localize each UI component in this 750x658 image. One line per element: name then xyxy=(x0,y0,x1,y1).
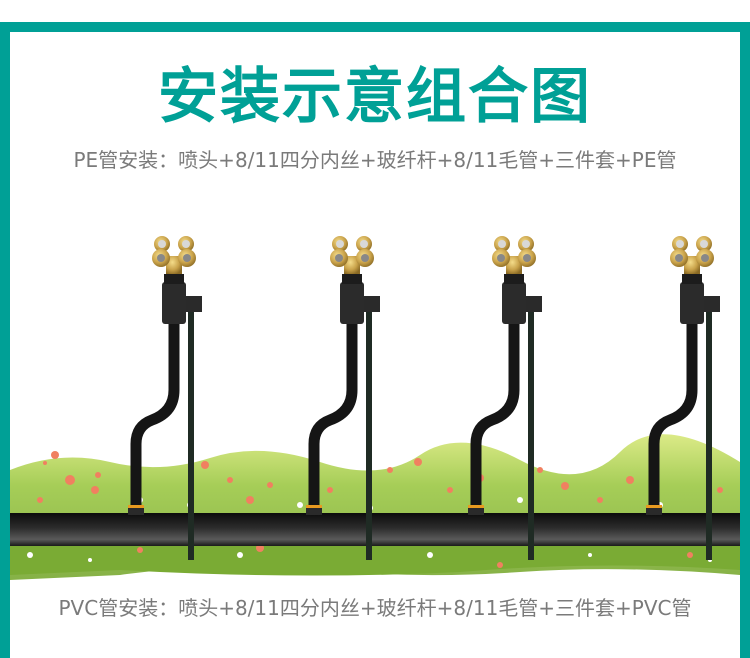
frame-left-border xyxy=(0,22,10,658)
pe-install-caption: PE管安装：喷头+8/11四分内丝+玻纤杆+8/11毛管+三件套+PE管 xyxy=(73,148,677,172)
frame-top-border xyxy=(0,22,750,32)
four-way-nozzle-icon xyxy=(492,236,536,274)
sprinkler-assembly-2 xyxy=(306,236,380,560)
grass-background xyxy=(10,434,740,580)
pvc-install-caption: PVC管安装：喷头+8/11四分内丝+玻纤杆+8/11毛管+三件套+PVC管 xyxy=(58,596,692,620)
page-title: 安装示意组合图 xyxy=(158,62,592,132)
frame-right-border xyxy=(740,22,750,658)
main-pipe xyxy=(10,513,740,546)
sprinkler-assembly-1 xyxy=(128,236,202,560)
four-way-nozzle-icon xyxy=(330,236,374,274)
four-way-nozzle-icon xyxy=(152,236,196,274)
sprinkler-assembly-4 xyxy=(646,236,720,560)
installation-illustration xyxy=(10,236,740,580)
sprinkler-assembly-3 xyxy=(468,236,542,560)
four-way-nozzle-icon xyxy=(670,236,714,274)
